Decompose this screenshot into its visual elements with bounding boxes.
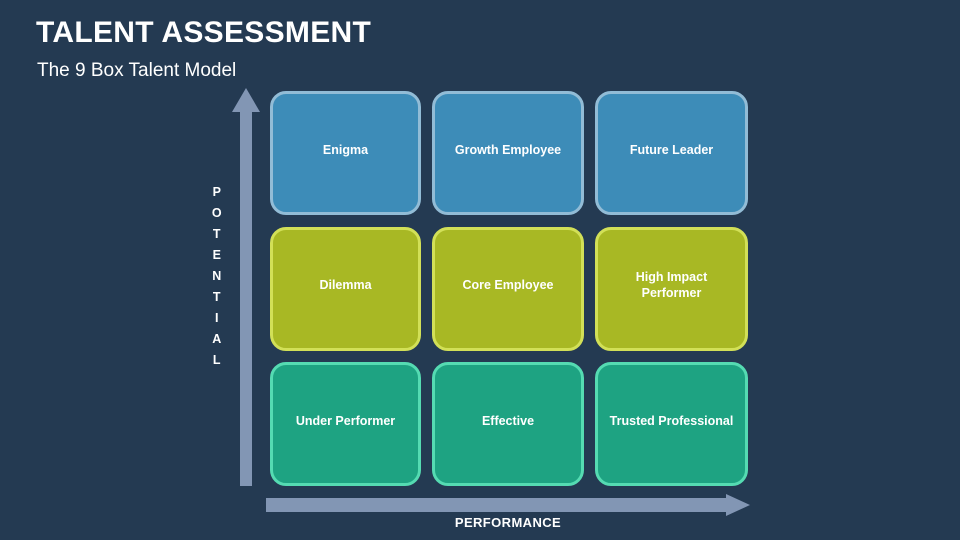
axis-letter: E	[212, 248, 222, 262]
axis-letter: O	[211, 206, 223, 220]
page-title: TALENT ASSESSMENT	[36, 16, 372, 49]
nine-box-grid: Enigma Growth Employee Future Leader Dil…	[270, 91, 748, 486]
axis-letter: N	[212, 269, 222, 283]
axis-letter: A	[212, 332, 222, 346]
matrix-cell-label: Trusted Professional	[609, 414, 734, 428]
performance-axis-arrow	[266, 494, 750, 516]
matrix-cell-label: Growth Employee	[454, 143, 562, 157]
matrix-cell-enigma[interactable]: Enigma	[270, 91, 421, 215]
page-subtitle: The 9 Box Talent Model	[37, 60, 237, 81]
matrix-cell-dilemma[interactable]: Dilemma	[270, 227, 421, 351]
matrix-cell-label: Future Leader	[629, 143, 714, 157]
matrix-cell-label: Dilemma	[319, 278, 372, 292]
performance-axis-label: PERFORMANCE	[454, 515, 562, 530]
matrix-cell-label: Enigma	[322, 143, 369, 157]
potential-axis-label: P O T E N T I A L	[206, 182, 228, 371]
axis-letter: T	[212, 290, 222, 304]
axis-letter: P	[212, 185, 222, 199]
axis-letter: L	[212, 353, 222, 367]
matrix-cell-core-employee[interactable]: Core Employee	[432, 227, 584, 351]
axis-letter: I	[215, 311, 219, 325]
matrix-cell-label: Effective	[481, 414, 535, 428]
matrix-cell-growth-employee[interactable]: Growth Employee	[432, 91, 584, 215]
matrix-cell-future-leader[interactable]: Future Leader	[595, 91, 748, 215]
potential-axis-arrow	[232, 86, 260, 486]
matrix-cell-trusted-professional[interactable]: Trusted Professional	[595, 362, 748, 486]
axis-letter: T	[212, 227, 222, 241]
matrix-cell-effective[interactable]: Effective	[432, 362, 584, 486]
matrix-cell-label: Under Performer	[295, 414, 396, 428]
matrix-cell-label: Core Employee	[462, 278, 554, 292]
matrix-cell-under-performer[interactable]: Under Performer	[270, 362, 421, 486]
